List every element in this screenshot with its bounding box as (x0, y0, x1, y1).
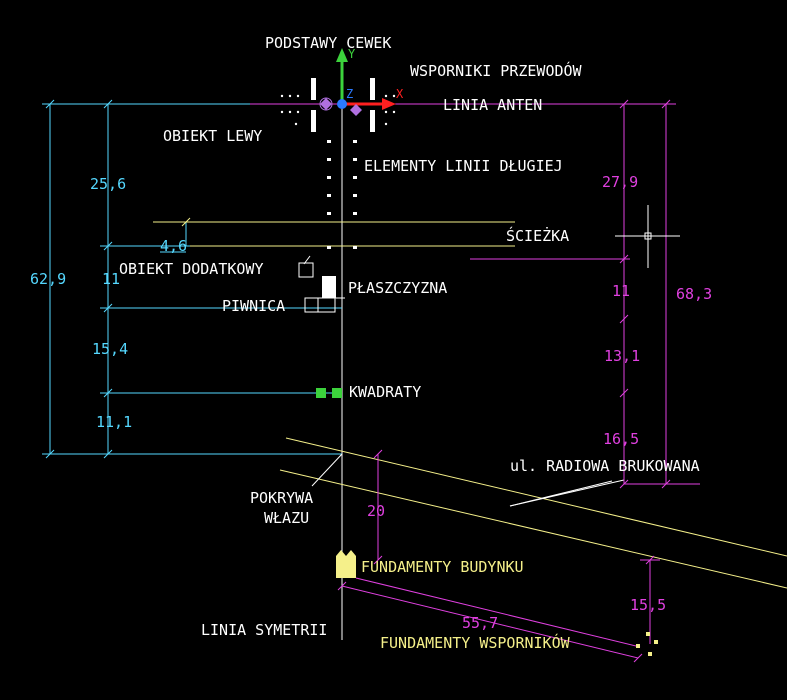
dim-left-small: 4,6 (160, 237, 187, 255)
axis-x-label: X (396, 87, 404, 101)
dim-right-2: 11 (612, 282, 630, 300)
dim-diag-55-7: 55,7 (462, 614, 498, 632)
dim-bottom-15-5: 15,5 (630, 596, 666, 614)
label-wlazu: WŁAZU (264, 509, 309, 527)
label-fundamenty-wspornikow: FUNDAMENTY WSPORNIKÓW (380, 633, 571, 652)
label-fundamenty-budynku: FUNDAMENTY BUDYNKU (361, 558, 524, 576)
label-linia-anten: LINIA ANTEN (443, 96, 542, 114)
support-foundation-block (636, 632, 658, 656)
label-linia-symetrii: LINIA SYMETRII (201, 621, 327, 639)
dim-right-3: 13,1 (604, 347, 640, 365)
cellar-block (304, 297, 336, 313)
building-foundation-block (336, 550, 356, 578)
label-obiekt-dodatkowy: OBIEKT DODATKOWY (119, 260, 264, 278)
label-kwadraty: KWADRATY (349, 383, 421, 401)
street-line-1 (285, 437, 787, 557)
dim-left-total: 62,9 (30, 270, 66, 288)
crosshair-cursor-icon (615, 205, 680, 268)
dim-left-1: 25,6 (90, 175, 126, 193)
street-line-2 (279, 469, 787, 589)
ucs-axes-icon (319, 48, 396, 116)
dim-left-3: 15,4 (92, 340, 128, 358)
dim-left-4: 11,1 (96, 413, 132, 431)
label-pokrywa: POKRYWA (250, 489, 313, 507)
dim-right-4: 16,5 (603, 430, 639, 448)
label-obiekt-lewy: OBIEKT LEWY (163, 127, 262, 145)
dim-right-1: 27,9 (602, 173, 638, 191)
label-plaszczyzna: PŁASZCZYZNA (348, 279, 447, 297)
coil-supports (280, 78, 396, 132)
square-left (316, 388, 326, 398)
label-wsporniki-przewodow: WSPORNIKI PRZEWODÓW (410, 61, 583, 80)
square-right (332, 388, 342, 398)
label-sciezka: ŚCIEŻKA (506, 226, 569, 245)
axis-z-label: Z (346, 87, 353, 101)
long-line-elements (327, 140, 357, 249)
label-podstawy-cewek: PODSTAWY CEWEK (265, 34, 391, 52)
label-ul-radiowa: ul. RADIOWA BRUKOWANA (510, 457, 700, 475)
additional-object-icon (298, 255, 314, 278)
dim-right-total: 68,3 (676, 285, 712, 303)
dim-left-2: 11 (102, 270, 120, 288)
label-piwnica: PIWNICA (222, 297, 285, 315)
label-elementy-linii-dlugiej: ELEMENTY LINII DŁUGIEJ (364, 157, 563, 175)
dim-bottom-20: 20 (367, 502, 385, 520)
plane-block (322, 276, 336, 298)
dim-55-7-line (341, 585, 639, 659)
axis-y-label: Y (348, 47, 356, 61)
